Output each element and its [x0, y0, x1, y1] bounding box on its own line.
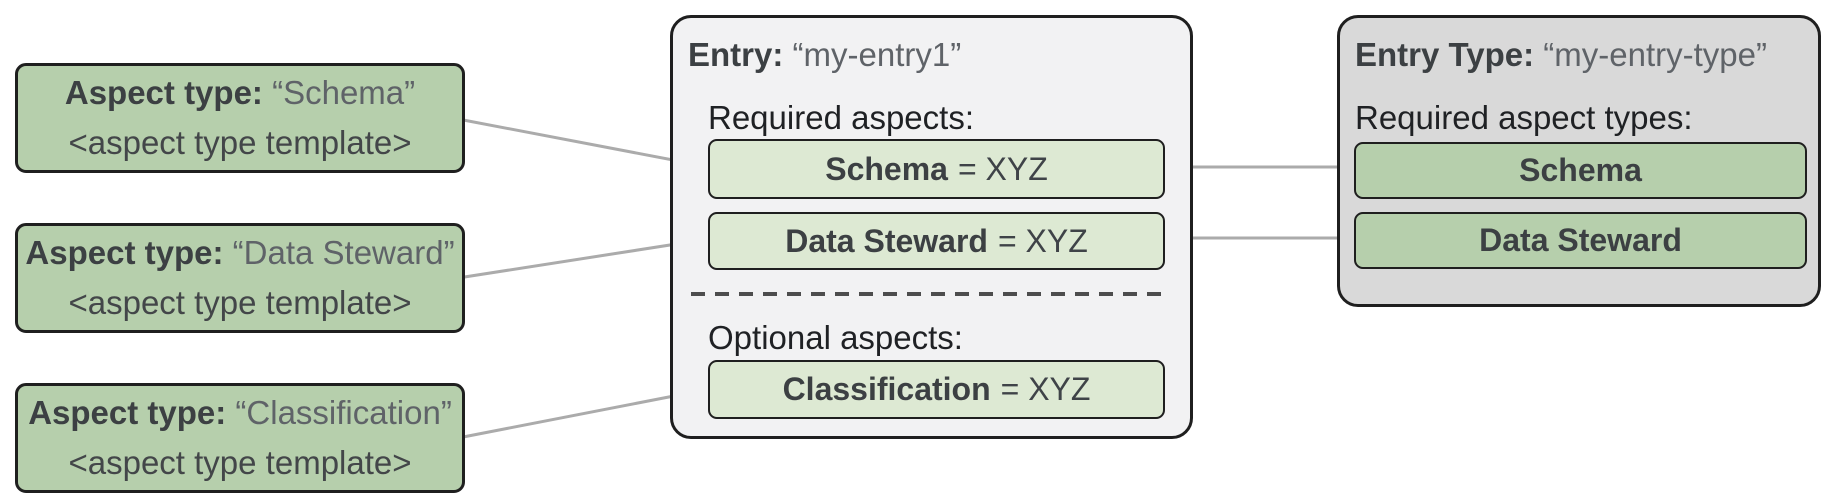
- aspect-type-title: Aspect type: “Classification”: [28, 395, 452, 431]
- aspect-type-template-text: <aspect type template>: [68, 283, 412, 321]
- aspect-type-label: Aspect type:: [64, 74, 263, 112]
- entry-name: “my-entry1”: [792, 36, 962, 73]
- entry-panel-title: Entry: “my-entry1”: [688, 34, 961, 76]
- entry-label: Entry:: [688, 36, 784, 73]
- required-optional-divider: [691, 292, 1163, 296]
- aspect-type-label: Aspect type:: [25, 234, 224, 272]
- aspect-type-row-data-steward: Data Steward: [1354, 212, 1807, 269]
- required-aspect-types-heading: Required aspect types:: [1355, 99, 1693, 136]
- aspect-row-data-steward: Data Steward = XYZ: [708, 212, 1165, 270]
- aspect-type-label: Aspect type:: [28, 394, 227, 432]
- aspect-type-value: “Schema”: [272, 74, 416, 112]
- aspect-value: = XYZ: [997, 222, 1088, 259]
- aspect-type-value: “Classification”: [235, 394, 452, 432]
- aspect-type-name: Data Steward: [1479, 222, 1682, 258]
- aspect-name: Classification: [782, 371, 991, 407]
- aspect-value: = XYZ: [1000, 371, 1091, 407]
- aspect-type-name: Schema: [1519, 152, 1642, 188]
- entry-type-label: Entry Type:: [1355, 36, 1535, 73]
- entry-type-panel: Entry Type: “my-entry-type” Required asp…: [1337, 15, 1821, 307]
- aspect-type-template-text: <aspect type template>: [68, 443, 412, 481]
- aspect-row-schema: Schema = XYZ: [708, 139, 1165, 199]
- aspect-name: Schema: [825, 150, 948, 187]
- aspect-type-title: Aspect type: “Schema”: [65, 75, 415, 111]
- aspect-row-classification: Classification = XYZ: [708, 360, 1165, 419]
- aspect-value: = XYZ: [957, 150, 1048, 187]
- required-aspects-heading: Required aspects:: [708, 99, 974, 136]
- entry-panel: Entry: “my-entry1” Required aspects: Sch…: [670, 15, 1193, 439]
- aspect-type-box-classification: Aspect type: “Classification” <aspect ty…: [15, 383, 465, 493]
- entry-type-name: “my-entry-type”: [1543, 36, 1767, 73]
- aspect-type-row-schema: Schema: [1354, 142, 1807, 199]
- aspect-type-box-data-steward: Aspect type: “Data Steward” <aspect type…: [15, 223, 465, 333]
- aspect-type-template-text: <aspect type template>: [68, 123, 412, 161]
- aspect-type-title: Aspect type: “Data Steward”: [25, 235, 454, 271]
- aspect-type-value: “Data Steward”: [232, 234, 455, 272]
- aspect-name: Data Steward: [785, 222, 988, 259]
- aspect-type-box-schema: Aspect type: “Schema” <aspect type templ…: [15, 63, 465, 173]
- entry-type-panel-title: Entry Type: “my-entry-type”: [1355, 34, 1767, 76]
- optional-aspects-heading: Optional aspects:: [708, 319, 963, 356]
